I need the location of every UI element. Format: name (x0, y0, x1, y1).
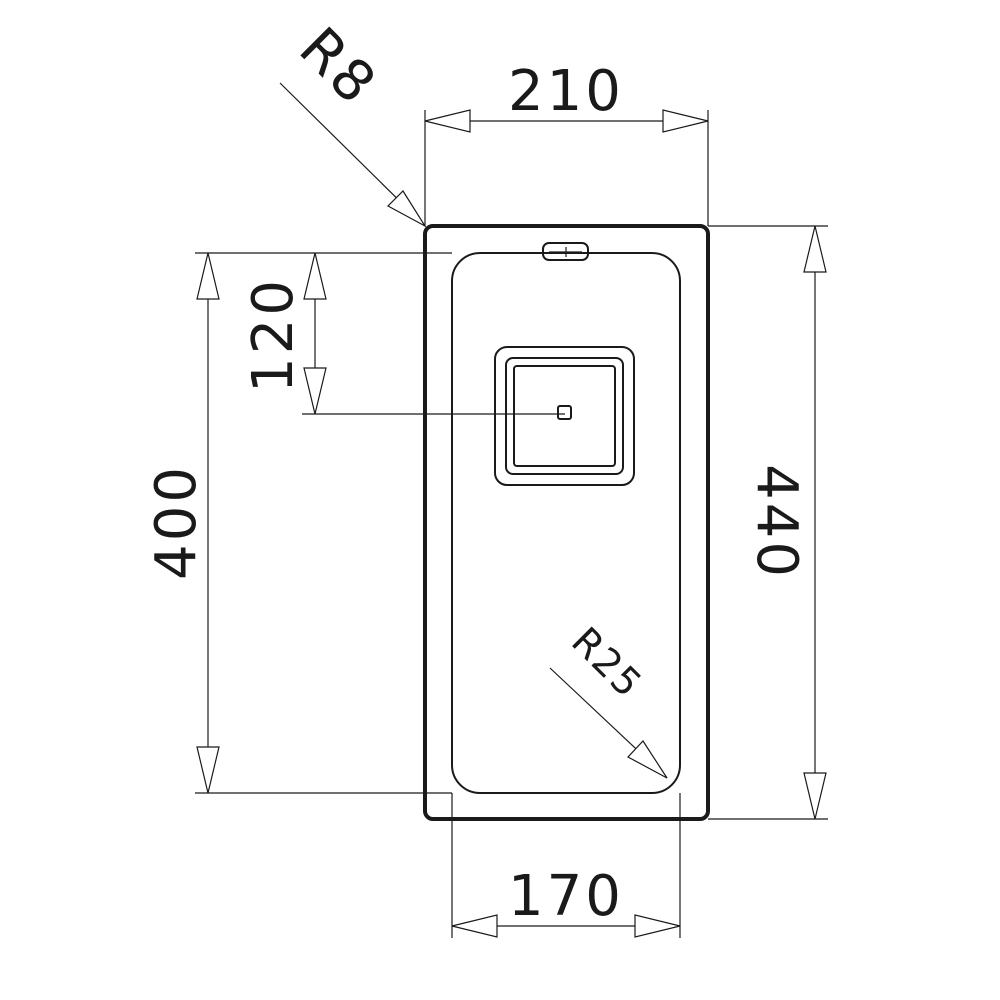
dimension-inner-height-label: 400 (144, 464, 209, 580)
dimension-drain-offset (302, 252, 565, 415)
overflow-slot (542, 242, 589, 261)
radius-inner-leader (549, 667, 668, 779)
dimension-inner-height (195, 252, 452, 794)
dimension-inner-width-label: 170 (508, 864, 624, 929)
dimension-outer-height-label: 440 (744, 464, 809, 580)
radius-inner-label: R25 (563, 619, 651, 707)
dimension-outer-width-label: 210 (508, 59, 624, 124)
sink-bowl-outline (451, 252, 681, 794)
drain (494, 346, 635, 486)
radius-outer-leader (279, 82, 427, 228)
dimension-drain-offset-label: 120 (241, 277, 306, 393)
dimension-outer-height (708, 225, 828, 820)
dimension-inner-width (451, 793, 681, 938)
radius-outer-label: R8 (287, 15, 390, 118)
dimension-outer-width (424, 109, 709, 226)
sink-outer-outline (423, 224, 710, 821)
